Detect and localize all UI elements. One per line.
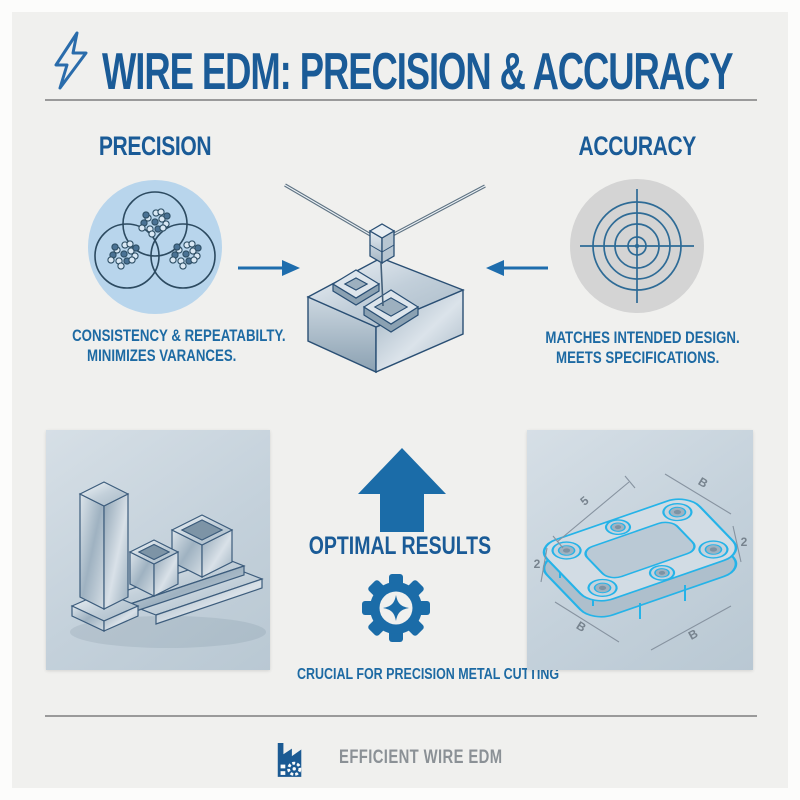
- accuracy-heading: ACCURACY: [578, 131, 696, 161]
- dim-label: 2: [741, 535, 748, 549]
- machined-parts-illustration: [70, 481, 266, 648]
- gear-icon: [356, 568, 436, 648]
- dim-label: B: [574, 618, 589, 635]
- results-caption: CRUCIAL FOR PRECISION METAL CUTTING: [296, 666, 560, 683]
- wire-edm-machine-illustration: [266, 160, 490, 392]
- accuracy-caption: MATCHES INTENDED DESIGN. MEETS SPECIFICA…: [545, 328, 740, 367]
- blueprint-panel: 5 B 2 2 B B: [527, 430, 753, 670]
- precision-caption: CONSISTENCY & REPEATABILTY. MINIMIZES VA…: [72, 326, 286, 365]
- machined-parts-panel: [46, 430, 270, 670]
- page-title: WIRE EDM: PRECISION & ACCURACY: [102, 43, 734, 101]
- footer-brand: EFFICIENT WIRE EDM: [0, 732, 800, 784]
- factory-icon: [274, 738, 306, 778]
- up-arrow-icon: [358, 448, 446, 532]
- dim-label: B: [696, 474, 711, 491]
- precision-heading: PRECISION: [98, 131, 212, 161]
- dim-label: 5: [577, 493, 591, 508]
- left-arrow-icon: [486, 258, 548, 278]
- footer-divider: [45, 715, 757, 717]
- dim-label: 2: [534, 557, 541, 571]
- footer-brand-label: EFFICIENT WIRE EDM: [339, 747, 503, 768]
- precision-grouping-icon: [80, 172, 230, 322]
- optimal-results-heading: OPTIMAL RESULTS: [308, 532, 492, 560]
- header-divider: [45, 99, 757, 101]
- target-icon: [562, 171, 712, 321]
- blueprint-illustration: 5 B 2 2 B B: [534, 473, 748, 651]
- lightning-bolt-icon: [50, 30, 96, 92]
- right-arrow-icon: [238, 258, 300, 278]
- dim-label: B: [686, 626, 701, 643]
